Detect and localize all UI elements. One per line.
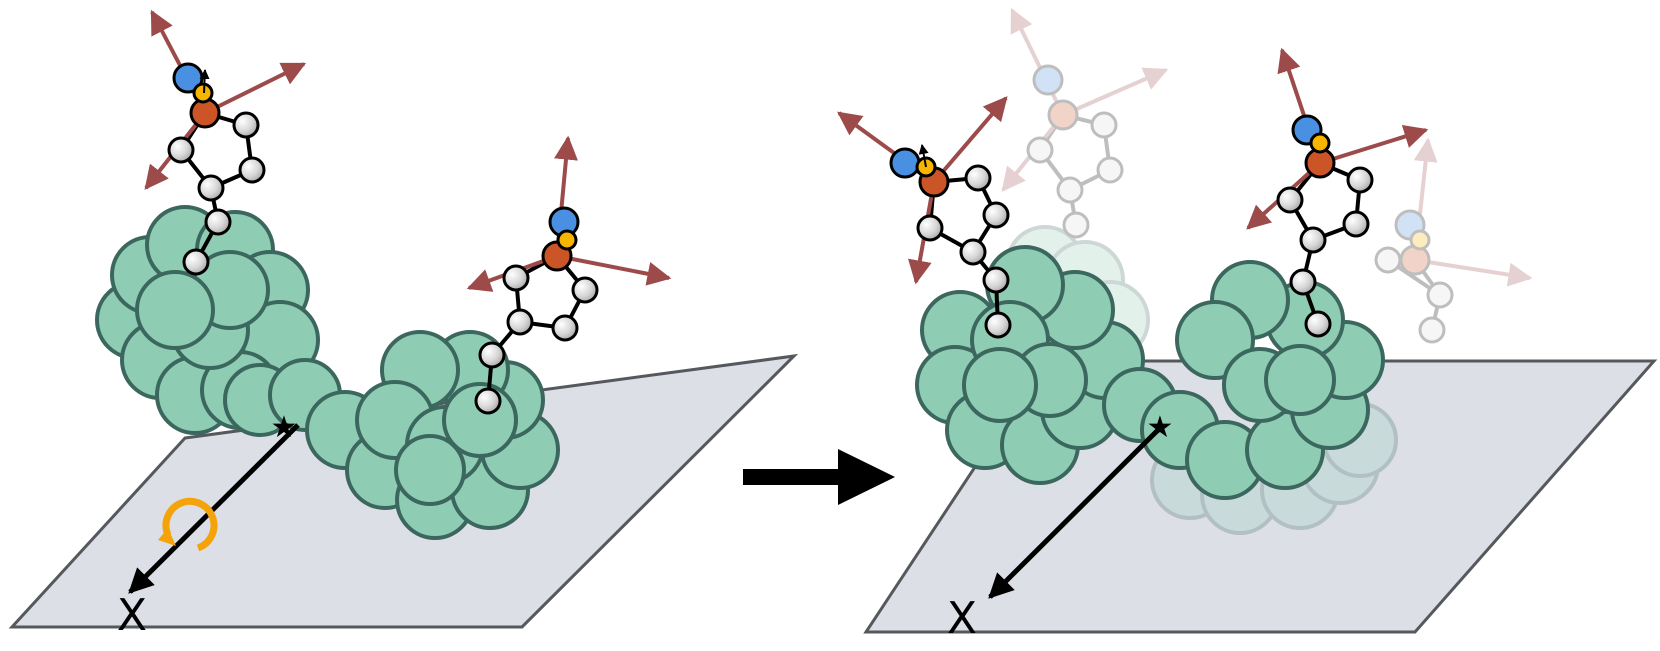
axis-label-left: X: [117, 590, 147, 641]
ligand-molecule-2: [466, 135, 672, 415]
pivot-star-icon: ★: [1147, 411, 1174, 444]
panel-after: ★ X: [837, 7, 1658, 644]
ligand-molecule-2-rotated: [1246, 47, 1429, 338]
circular-rotation-arrow-icon: [158, 497, 218, 552]
ligand-molecule-1: [144, 9, 307, 276]
pivot-star-icon: ★: [271, 411, 298, 444]
axis-label-right: X: [947, 593, 977, 644]
nanoparticle-cluster: [95, 205, 560, 540]
rotation-axis-arrow: [988, 424, 1164, 599]
panel-before: ★ X: [8, 9, 799, 641]
right-arrow-icon: [743, 449, 895, 505]
rotation-axis-arrow: [128, 423, 300, 594]
ligand-molecule-1-rotated: [837, 96, 1012, 339]
vector-arrows: [144, 9, 307, 190]
